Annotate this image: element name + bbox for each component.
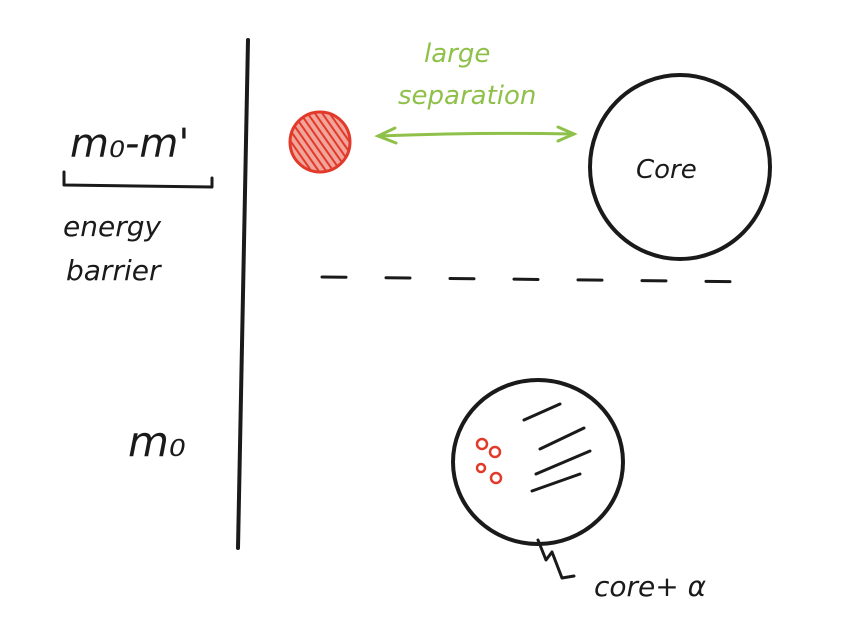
threshold-dashed-line [320,275,767,284]
separated-alpha-particle [288,110,352,174]
separation-label-line1: large [424,39,490,69]
upper-level-label: m₀-m' [70,121,189,167]
separation-arrow [374,125,578,145]
bound-alpha-cluster [475,437,503,485]
isolated-core-circle [588,73,772,261]
core-label: Core [636,155,697,185]
hatch-strokes [522,402,592,493]
separation-label-line2: separation [398,81,536,111]
lower-level-label: m₀ [128,417,186,466]
energy-barrier-label-line1: energy [63,210,161,243]
energy-barrier-brace [62,170,214,189]
energy-barrier-label-line2: barrier [66,254,162,287]
bound-core-circle [451,378,625,546]
bound-state-label: core+ α [594,570,707,603]
energy-axis [236,38,250,550]
label-pointer-squiggle [536,538,576,580]
